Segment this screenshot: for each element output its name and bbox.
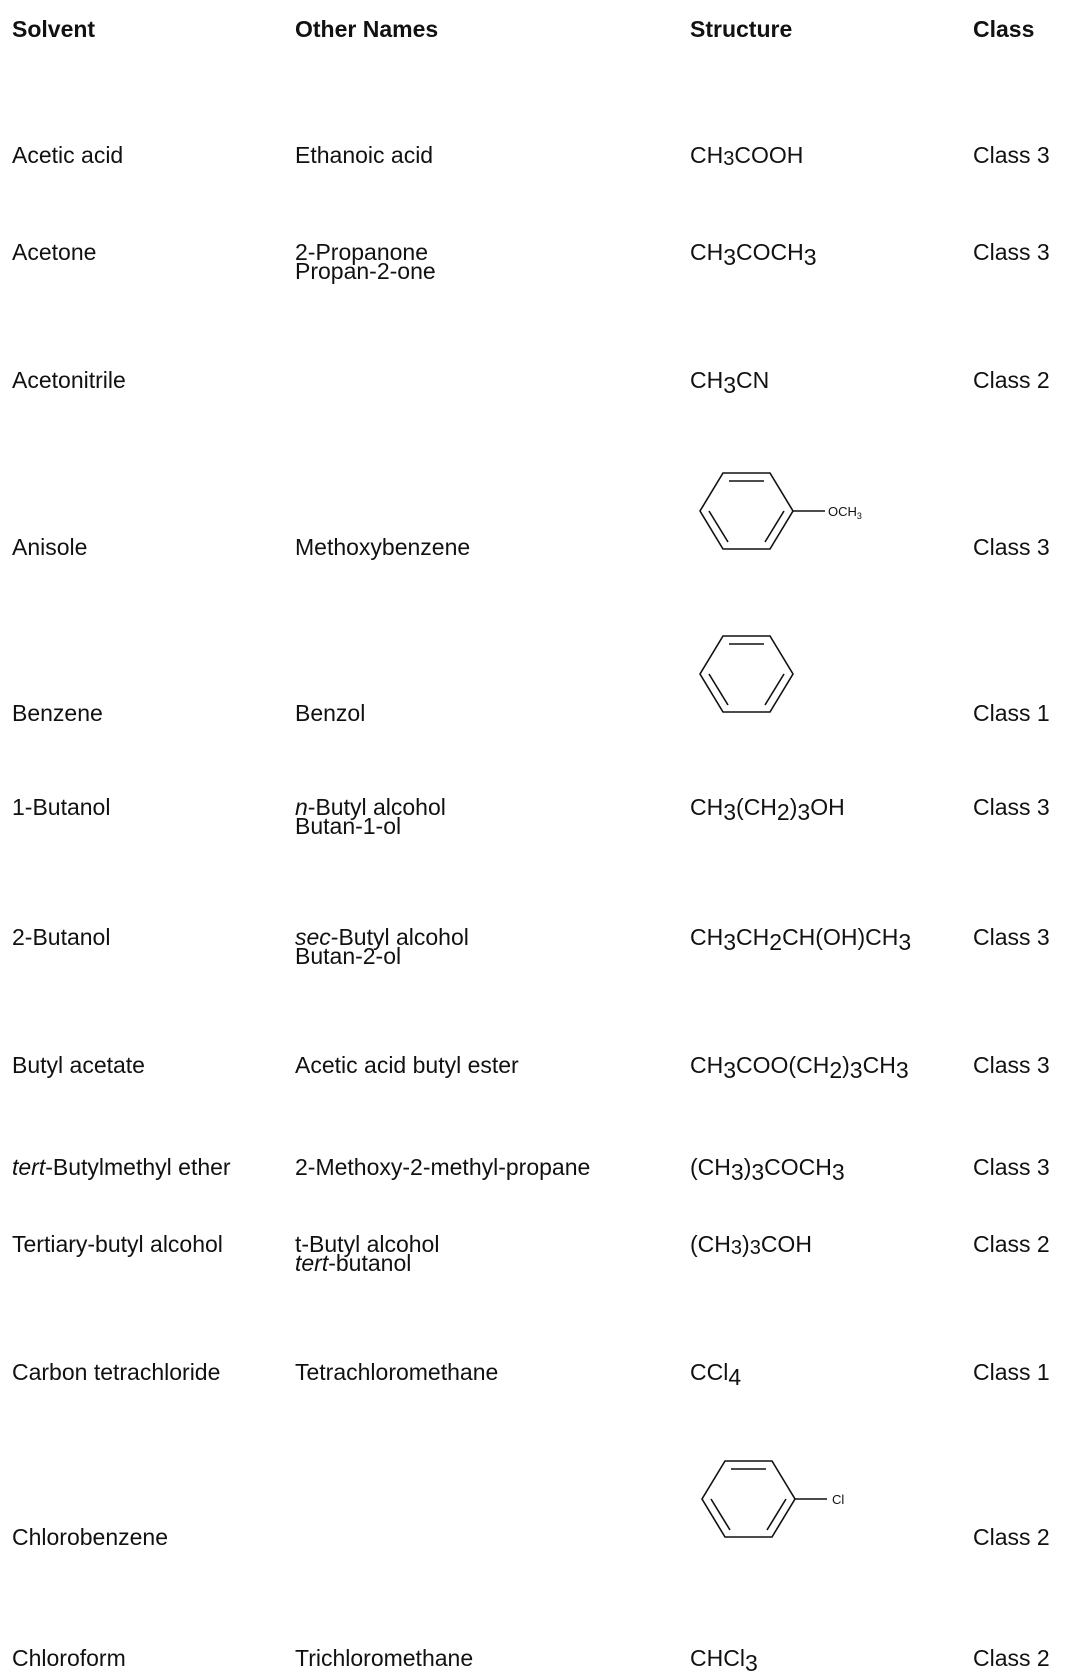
other-name-2: Butan-1-ol <box>295 813 402 839</box>
solvent-name: Chloroform <box>12 1645 126 1671</box>
formula: CH3CH2CH(OH)CH3 <box>690 924 912 955</box>
benzene-structure-icon <box>699 635 794 713</box>
class-value: Class 3 <box>973 1154 1050 1180</box>
solvent-name: Acetone <box>12 239 97 265</box>
other-name-2: Propan-2-one <box>295 258 436 284</box>
chlorobenzene-structure-icon: Cl <box>701 1460 844 1538</box>
other-name: n-Butyl alcohol Butan-1-ol <box>295 788 446 839</box>
anisole-structure-icon: OCH3 <box>699 472 862 550</box>
formula: CH3COOH <box>690 142 804 170</box>
header-other-names: Other Names <box>295 16 439 42</box>
other-name: Methoxybenzene <box>295 534 471 560</box>
class-value: Class 2 <box>973 367 1050 393</box>
formula: (CH3)3COH <box>690 1231 812 1259</box>
other-name-2: Butan-2-ol <box>295 943 402 969</box>
other-name: sec-Butyl alcohol Butan-2-ol <box>295 918 469 969</box>
class-value: Class 2 <box>973 1524 1050 1550</box>
other-name: 2-Methoxy-2-methyl-propane <box>295 1154 591 1180</box>
class-value: Class 3 <box>973 239 1050 265</box>
solvent-name: Acetonitrile <box>12 367 126 393</box>
class-value: Class 2 <box>973 1645 1050 1671</box>
table-row: Chlorobenzene Class 2 <box>0 1524 1071 1550</box>
header-solvent: Solvent <box>12 16 96 42</box>
other-name: Benzol <box>295 700 366 726</box>
table-row: Butyl acetate Acetic acid butyl ester CH… <box>0 1052 1071 1083</box>
solvent-name: Butyl acetate <box>12 1052 145 1078</box>
table-row: Tertiary-butyl alcohol t-Butyl alcohol t… <box>0 1231 1071 1276</box>
solvent-name: Carbon tetrachloride <box>12 1359 221 1385</box>
formula: CH3COO(CH2)3CH3 <box>690 1052 909 1083</box>
solvent-name: 2-Butanol <box>12 924 111 950</box>
class-value: Class 3 <box>973 924 1050 950</box>
table-row: Benzene Benzol Class 1 <box>0 700 1071 726</box>
class-value: Class 3 <box>973 534 1050 560</box>
solvent-name: Anisole <box>12 534 88 560</box>
formula: CCl4 <box>690 1359 742 1390</box>
table-row: Chloroform Trichloromethane CHCl3 Class … <box>0 1645 1071 1676</box>
solvent-name: 1-Butanol <box>12 794 111 820</box>
formula: CH3COCH3 <box>690 239 817 270</box>
other-name: Tetrachloromethane <box>295 1359 499 1385</box>
header-structure: Structure <box>690 16 793 42</box>
header-class: Class <box>973 16 1035 42</box>
table-row: Anisole Methoxybenzene Class 3 <box>0 534 1071 560</box>
formula: CHCl3 <box>690 1645 758 1676</box>
formula: CH3(CH2)3OH <box>690 794 845 825</box>
anisole-substituent: OCH3 <box>828 504 862 521</box>
class-value: Class 3 <box>973 794 1050 820</box>
solvent-name: tert-Butylmethyl ether <box>12 1154 231 1180</box>
table-row: Acetonitrile CH3CN Class 2 <box>0 367 1071 398</box>
formula: (CH3)3COCH3 <box>690 1154 845 1185</box>
solvent-name: Chlorobenzene <box>12 1524 169 1550</box>
chlorobenzene-substituent: Cl <box>832 1492 844 1507</box>
class-value: Class 3 <box>973 1052 1050 1078</box>
solvent-name: Benzene <box>12 700 103 726</box>
class-value: Class 3 <box>973 142 1050 168</box>
class-value: Class 2 <box>973 1231 1050 1257</box>
table-row: Acetic acid Ethanoic acid CH3COOH Class … <box>0 142 1071 170</box>
other-name: t-Butyl alcohol tert-butanol <box>295 1225 439 1276</box>
class-value: Class 1 <box>973 1359 1050 1385</box>
solvent-name: Tertiary-butyl alcohol <box>12 1231 223 1257</box>
other-name: Acetic acid butyl ester <box>295 1052 519 1078</box>
formula: CH3CN <box>690 367 770 398</box>
table-row: 1-Butanol n-Butyl alcohol Butan-1-ol CH3… <box>0 794 1071 839</box>
table-row: tert-Butylmethyl ether 2-Methoxy-2-methy… <box>0 1154 1071 1185</box>
solvent-name: Acetic acid <box>12 142 124 168</box>
table-row: 2-Butanol sec-Butyl alcohol Butan-2-ol C… <box>0 924 1071 969</box>
other-name: Trichloromethane <box>295 1645 474 1671</box>
table-row: Carbon tetrachloride Tetrachloromethane … <box>0 1359 1071 1390</box>
other-name: 2-Propanone Propan-2-one <box>295 233 436 284</box>
other-name-2: tert-butanol <box>295 1250 412 1276</box>
class-value: Class 1 <box>973 700 1050 726</box>
table-row: Acetone 2-Propanone Propan-2-one CH3COCH… <box>0 239 1071 284</box>
other-name: Ethanoic acid <box>295 142 434 168</box>
